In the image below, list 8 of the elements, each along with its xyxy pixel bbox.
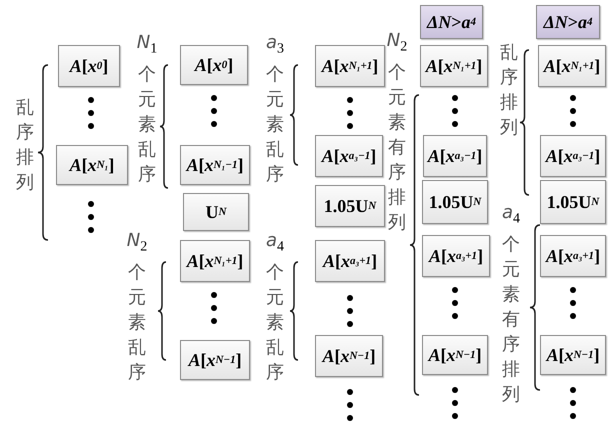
brace-caption: 乱序排列 <box>15 96 35 195</box>
brace-caption: N$_{2}$个元素乱序 <box>126 229 148 385</box>
brace-caption: N$_{2}$个元素有序排列 <box>386 29 408 235</box>
brace-caption: a$_{4}$个元素乱序 <box>264 229 286 385</box>
brace-caption: 乱序排列 <box>499 41 519 140</box>
brace-caption: a$_{4}$个元素有序排列 <box>500 201 522 407</box>
brace-caption: a$_{3}$个元素乱序 <box>264 31 286 187</box>
brace-caption: N$_{1}$个元素乱序 <box>136 31 158 187</box>
